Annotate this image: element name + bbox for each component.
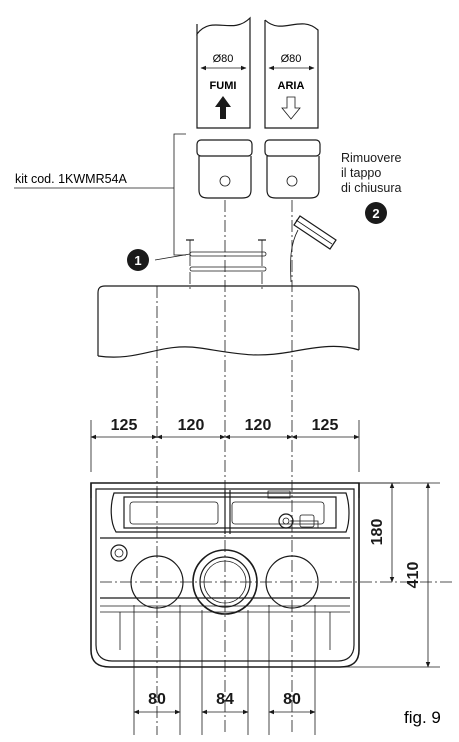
dim-80-left: 80	[148, 691, 166, 708]
adapter-left	[196, 139, 253, 199]
dim-120-right: 120	[245, 417, 272, 434]
aria-diameter-label: Ø80	[281, 53, 302, 65]
bottom-dimension-row: 80 84 80	[133, 605, 316, 735]
closing-cap	[290, 215, 337, 283]
dim-180: 180	[369, 519, 386, 546]
fumi-diameter-label: Ø80	[213, 53, 234, 65]
aria-label: ARIA	[278, 80, 305, 92]
svg-text:1: 1	[134, 253, 141, 268]
port-center-outer	[192, 549, 258, 615]
port-center-inner	[199, 556, 251, 608]
center-axes	[90, 200, 360, 735]
top-dimension-row: 125 120 120 125	[90, 417, 360, 440]
fumi-label: FUMI	[210, 80, 237, 92]
boiler-body-side	[97, 285, 360, 358]
port-small	[110, 544, 128, 562]
right-dimensions: 180 410	[369, 482, 431, 668]
arrow-up-icon	[215, 96, 231, 119]
flue-pipe-fumi: Ø80 FUMI	[196, 16, 251, 129]
kit-bracket	[173, 133, 186, 256]
remove-cap-line-3: di chiusura	[341, 181, 401, 195]
dim-120-left: 120	[178, 417, 205, 434]
dim-80-right: 80	[283, 691, 301, 708]
gasket-assembly	[154, 239, 267, 272]
port-left	[130, 555, 184, 609]
air-pipe-aria: Ø80 ARIA	[264, 19, 319, 129]
svg-text:2: 2	[372, 206, 379, 221]
remove-cap-line-1: Rimuovere	[341, 151, 401, 165]
arrow-down-outline-icon	[281, 96, 301, 120]
boiler-top-view	[90, 482, 455, 668]
port-right	[265, 555, 319, 609]
dim-84-center: 84	[216, 691, 234, 708]
callout-2: 2	[365, 202, 387, 224]
dim-125-left: 125	[111, 417, 138, 434]
kit-code-label: kit cod. 1KWMR54A	[15, 172, 128, 186]
dim-125-right: 125	[312, 417, 339, 434]
callout-1: 1	[127, 249, 149, 271]
adapter-right	[264, 139, 321, 199]
remove-cap-line-2: il tappo	[341, 166, 381, 180]
figure-label: fig. 9	[404, 708, 441, 727]
dim-410: 410	[405, 562, 422, 589]
